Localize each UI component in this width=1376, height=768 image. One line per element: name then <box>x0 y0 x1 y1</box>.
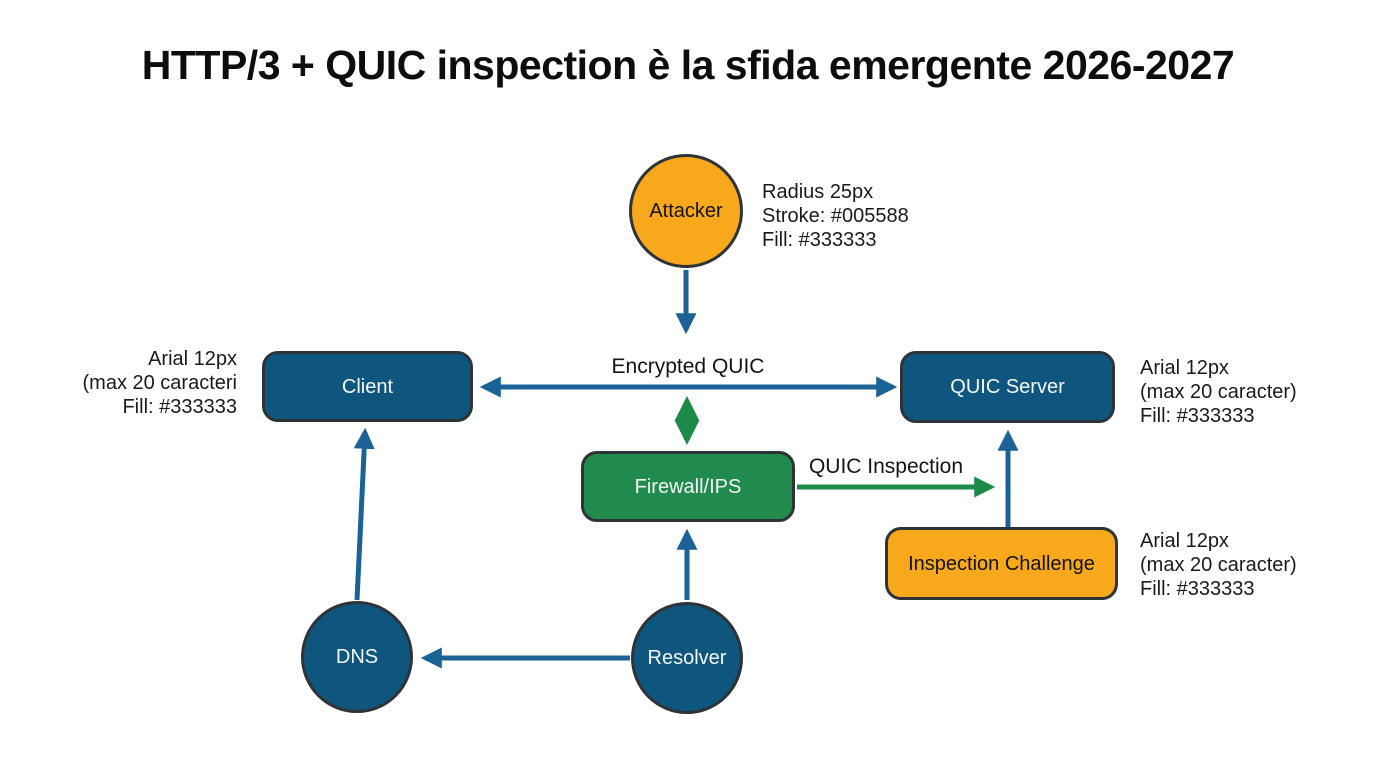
node-client-label: Client <box>341 375 394 398</box>
node-attacker-label: Attacker <box>649 200 723 222</box>
node-dns-label: DNS <box>335 646 379 668</box>
node-firewall-ips: Firewall/IPS <box>581 451 795 522</box>
annotation-inspection-challenge: Arial 12px (max 20 caracter) Fill: #3333… <box>1140 529 1297 601</box>
diagram-title: HTTP/3 + QUIC inspection è la sfida emer… <box>141 42 1235 88</box>
annotation-client-line-3: Fill: #333333 <box>122 396 237 418</box>
node-firewall-ips-label: Firewall/IPS <box>634 475 742 498</box>
annotation-inspection-challenge-line-2: (max 20 caracter) <box>1140 554 1297 576</box>
annotation-quic-server-line-1: Arial 12px <box>1140 357 1229 379</box>
node-resolver: Resolver <box>631 602 743 714</box>
annotation-attacker-line-1: Radius 25px <box>762 181 874 203</box>
annotation-attacker-line-3: Fill: #333333 <box>762 229 877 251</box>
annotation-inspection-challenge-line-1: Arial 12px <box>1140 530 1229 552</box>
annotation-client-line-1: Arial 12px <box>148 348 237 370</box>
edge-label-encrypted-quic: Encrypted QUIC <box>611 355 765 378</box>
node-resolver-label: Resolver <box>647 647 727 669</box>
node-quic-server-label: QUIC Server <box>950 376 1065 398</box>
annotation-attacker: Radius 25px Stroke: #005588 Fill: #33333… <box>762 180 909 252</box>
annotation-quic-server: Arial 12px (max 20 caracter) Fill: #3333… <box>1140 356 1297 428</box>
edge-label-quic-inspection: QUIC Inspection <box>808 455 964 478</box>
node-inspection-challenge-label: Inspection Challenge <box>908 552 1095 575</box>
node-quic-server: QUIC Server <box>900 351 1115 423</box>
annotation-quic-server-line-2: (max 20 caracter) <box>1140 381 1297 403</box>
annotation-attacker-line-2: Stroke: #005588 <box>762 205 909 227</box>
annotation-client-line-2: (max 20 caracteri <box>82 372 238 394</box>
annotation-quic-server-line-3: Fill: #333333 <box>1140 405 1255 427</box>
node-client: Client <box>262 351 473 422</box>
node-inspection-challenge: Inspection Challenge <box>885 527 1118 600</box>
arrow-dns-to-client <box>353 427 375 601</box>
annotation-client: Arial 12px (max 20 caracteri Fill: #3333… <box>0 347 238 419</box>
node-attacker: Attacker <box>629 154 743 268</box>
node-dns: DNS <box>301 601 413 713</box>
annotation-inspection-challenge-line-3: Fill: #333333 <box>1140 578 1255 600</box>
